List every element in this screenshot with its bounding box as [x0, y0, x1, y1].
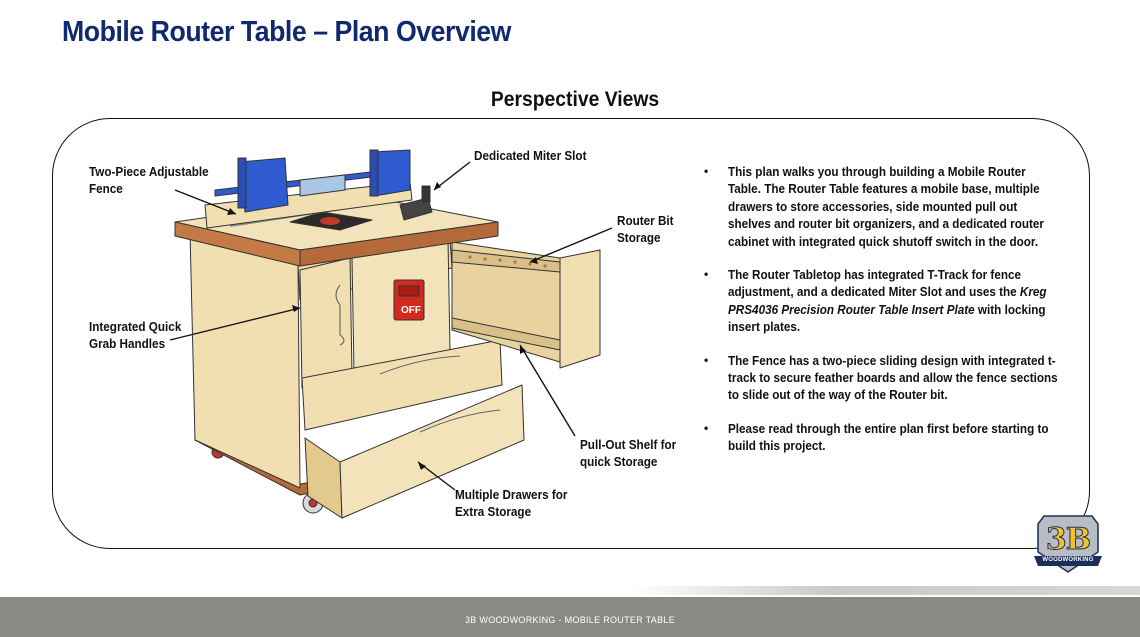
callout-drawers-line: Multiple Drawers for	[455, 487, 568, 502]
router-door-left	[299, 257, 353, 389]
grab-handle	[335, 284, 345, 346]
callout-handles-line: Integrated Quick	[89, 319, 182, 334]
bullet-text: This plan walks you through building a M…	[728, 164, 1044, 249]
miter-gauge	[399, 197, 433, 221]
callout-bit-storage: Router Bit Storage	[617, 212, 674, 246]
fence-arrow	[174, 189, 237, 215]
callout-miter-slot: Dedicated Miter Slot	[474, 147, 586, 164]
footer-bar	[0, 597, 1140, 637]
content-frame	[52, 118, 1090, 549]
feather-board-left	[239, 157, 289, 213]
bullet-text-part: with locking insert plates.	[728, 301, 1046, 335]
pull-out-shelf-face	[559, 249, 601, 369]
footer-text: 3B WOODWORKING - MOBILE ROUTER TABLE	[465, 615, 675, 625]
callout-fence-line: Two-Piece Adjustable	[89, 164, 209, 179]
callout-drawers-line: Extra Storage	[455, 504, 532, 519]
callout-drawers: Multiple Drawers for Extra Storage	[455, 486, 567, 520]
cabinet-left-side	[189, 231, 301, 489]
callout-handles-line: Grab Handles	[89, 336, 166, 351]
callout-miter-line: Dedicated Miter Slot	[474, 148, 587, 163]
drawer-lower	[339, 384, 525, 519]
logo-subtext: WOODWORKING	[1042, 557, 1094, 563]
bit-storage-arrow	[529, 227, 613, 263]
tabletop-edge-left	[174, 221, 301, 267]
bullet-item: This plan walks you through building a M…	[700, 163, 1060, 250]
bullet-text: Please read through the entire plan firs…	[728, 420, 1049, 454]
footer-accent-stripe	[630, 586, 1140, 595]
bullet-text-part: The Router Tabletop has integrated T-Tra…	[728, 267, 1021, 300]
callout-shelf-line: quick Storage	[580, 454, 658, 469]
callout-fence-line: Fence	[89, 181, 123, 196]
callout-handles: Integrated Quick Grab Handles	[89, 318, 181, 352]
page-title: Mobile Router Table – Plan Overview	[62, 16, 511, 48]
logo-text: 3B	[1045, 522, 1091, 558]
bullet-item: The Fence has a two-piece sliding design…	[700, 352, 1060, 404]
bullet-text: The Fence has a two-piece sliding design…	[728, 352, 1058, 403]
drawer-upper-handle	[379, 355, 461, 375]
handles-arrow	[169, 307, 301, 341]
callout-shelf-line: Pull-Out Shelf for	[580, 437, 677, 452]
drawer-lower-handle	[419, 409, 501, 433]
callout-bit-storage-line: Router Bit	[617, 213, 674, 228]
bullet-item: The Router Tabletop has integrated T-Tra…	[700, 266, 1060, 336]
bullet-text: The Router Tabletop has integrated T-Tra…	[728, 266, 1060, 336]
section-title: Perspective Views	[490, 88, 660, 111]
miter-arrow	[433, 161, 471, 191]
switch-off-label: OFF	[401, 305, 421, 316]
bullet-item: Please read through the entire plan firs…	[700, 420, 1060, 455]
logo-badge-icon	[1034, 515, 1102, 573]
router-bit-organizer	[451, 249, 561, 273]
shelf-arrow	[519, 344, 576, 437]
feature-bullet-list: This plan walks you through building a M…	[700, 163, 1060, 471]
dust-port	[299, 174, 346, 197]
drawer-upper	[301, 339, 503, 431]
callout-fence: Two-Piece Adjustable Fence	[89, 163, 209, 197]
pull-out-shelf-tray	[451, 317, 561, 351]
brand-logo: 3B WOODWORKING	[1032, 512, 1104, 576]
callout-bit-storage-line: Storage	[617, 230, 661, 245]
product-name: Kreg PRS4036 Precision Router Table Inse…	[728, 284, 1047, 317]
callout-pull-out-shelf: Pull-Out Shelf for quick Storage	[580, 436, 676, 470]
shutoff-switch-paddle	[398, 285, 420, 297]
